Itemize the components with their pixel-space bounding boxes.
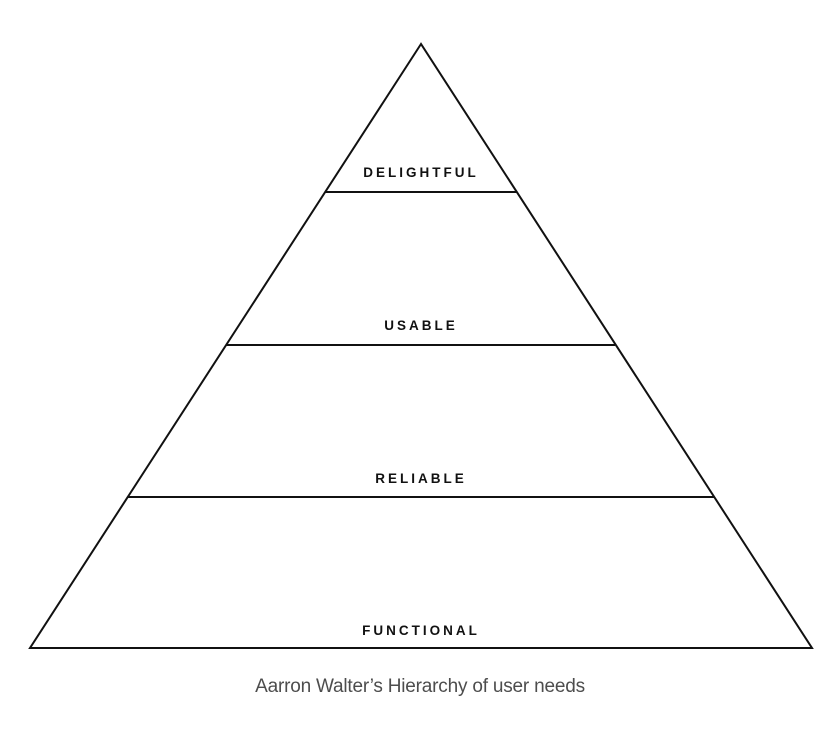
diagram-caption: Aarron Walter’s Hierarchy of user needs (255, 676, 585, 697)
tier-label-functional: FUNCTIONAL (362, 623, 480, 638)
tier-label-reliable: RELIABLE (375, 471, 467, 486)
tier-label-usable: USABLE (384, 318, 458, 333)
pyramid-outline (28, 42, 814, 649)
tier-label-delightful: DELIGHTFUL (363, 165, 479, 180)
